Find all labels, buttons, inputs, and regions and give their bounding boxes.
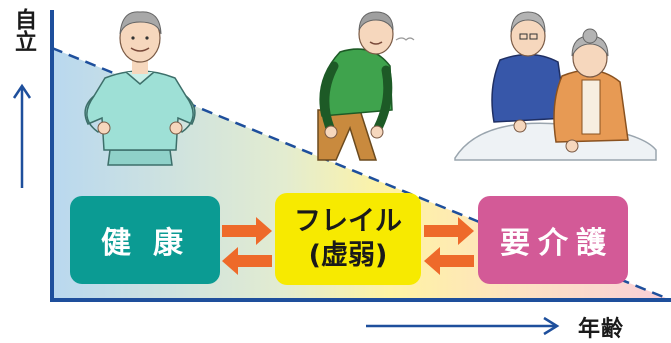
- arrow-care-to-frail-icon: [424, 247, 474, 275]
- frail-man-illustration: [317, 11, 415, 161]
- y-axis-label: 自立: [11, 8, 36, 52]
- stage-care-label: 要介護: [500, 226, 614, 261]
- healthy-man-illustration: [84, 11, 196, 166]
- stage-frailty-sublabel: (虚弱): [308, 240, 388, 271]
- stage-frailty-box: フレイル (虚弱): [275, 193, 421, 285]
- arrow-health-to-frail-icon: [222, 217, 272, 245]
- arrow-frail-to-health-icon: [222, 247, 272, 275]
- care-couple-illustration: [454, 11, 657, 161]
- x-axis-label: 年齢: [578, 317, 625, 342]
- y-axis-arrow-icon: [12, 83, 32, 188]
- stage-care-box: 要介護: [478, 196, 628, 284]
- stage-frailty-label: フレイル: [294, 206, 402, 237]
- stage-healthy-label: 健康: [101, 226, 205, 261]
- stage-healthy-box: 健康: [70, 196, 220, 284]
- arrow-frail-to-care-icon: [424, 217, 474, 245]
- x-axis-arrow-icon: [366, 316, 560, 336]
